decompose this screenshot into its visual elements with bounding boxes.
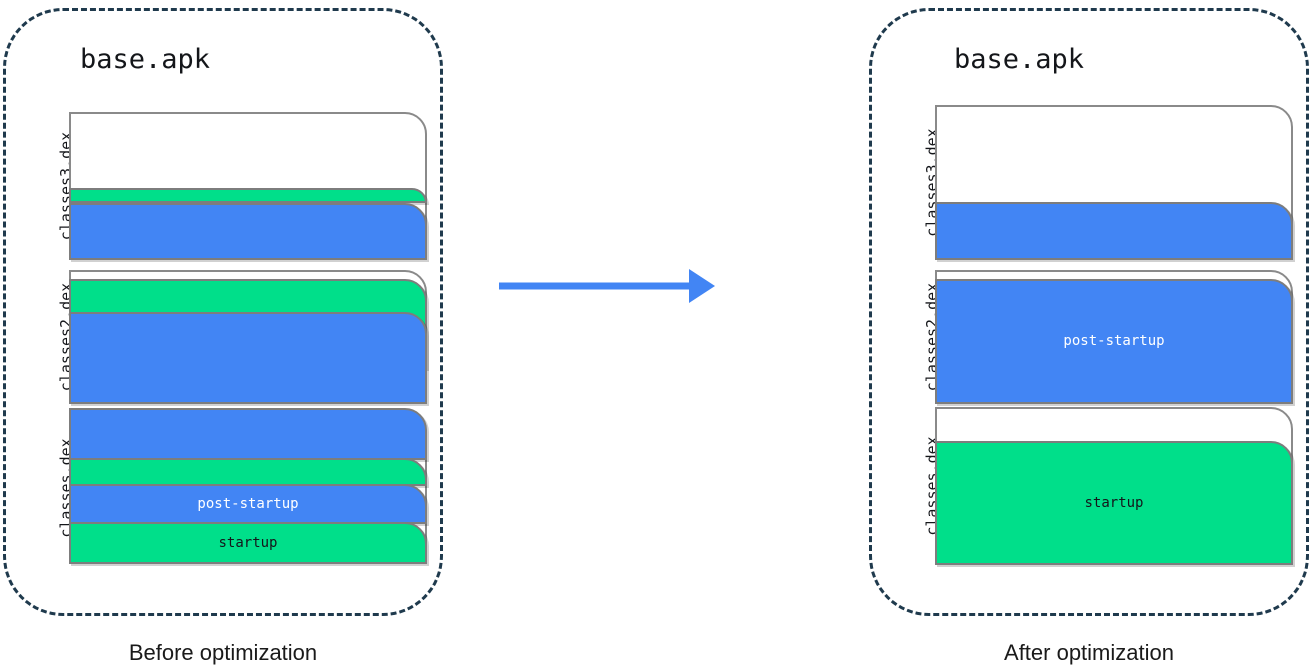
apk-panel-after: base.apk classes3.dex classes2.dex post-… [869,8,1309,616]
dex-layer-post-startup-labeled: post-startup [935,278,1293,404]
dex-stack-before-classes3 [69,112,427,260]
apk-title-before: base.apk [80,44,211,75]
arrow-head-icon [689,269,715,303]
transformation-arrow [499,268,715,304]
dex-stack-after-classes: startup [935,407,1293,565]
dex-layer-startup-labeled: startup [935,441,1293,565]
dex-layer-post-startup [69,408,427,461]
dex-group-before-classes: classes.dex post-startup startup [6,408,446,564]
dex-layer-post-startup [935,202,1293,260]
dex-group-before-classes2: classes2.dex [6,270,446,404]
caption-before: Before optimization [128,640,318,665]
dex-stack-before-classes: post-startup startup [69,408,427,564]
dex-group-after-classes2: classes2.dex post-startup [872,270,1312,404]
dex-layer-label-startup: startup [1084,495,1144,511]
dex-layer-startup [69,188,427,204]
apk-title-after: base.apk [954,44,1085,75]
dex-layer-label-post-startup: post-startup [197,496,299,512]
arrow-shaft [499,282,695,290]
dex-stack-after-classes2: post-startup [935,270,1293,404]
dex-group-after-classes3: classes3.dex [872,105,1312,260]
dex-layer-post-startup-labeled: post-startup [69,484,427,524]
dex-layer-startup [69,458,427,486]
dex-layer-post-startup [69,312,427,404]
dex-layer-label-post-startup: post-startup [1063,333,1165,350]
dex-stack-after-classes3 [935,105,1293,260]
apk-panel-before: base.apk classes3.dex classes2.dex class… [3,8,443,616]
dex-group-after-classes: classes.dex startup [872,407,1312,565]
dex-layer-post-startup [69,203,427,260]
caption-after: After optimization [1004,640,1174,665]
dex-layer-startup-labeled: startup [69,522,427,564]
dex-group-before-classes3: classes3.dex [6,112,446,260]
dex-stack-before-classes2 [69,270,427,404]
dex-layer-label-startup: startup [218,535,278,551]
